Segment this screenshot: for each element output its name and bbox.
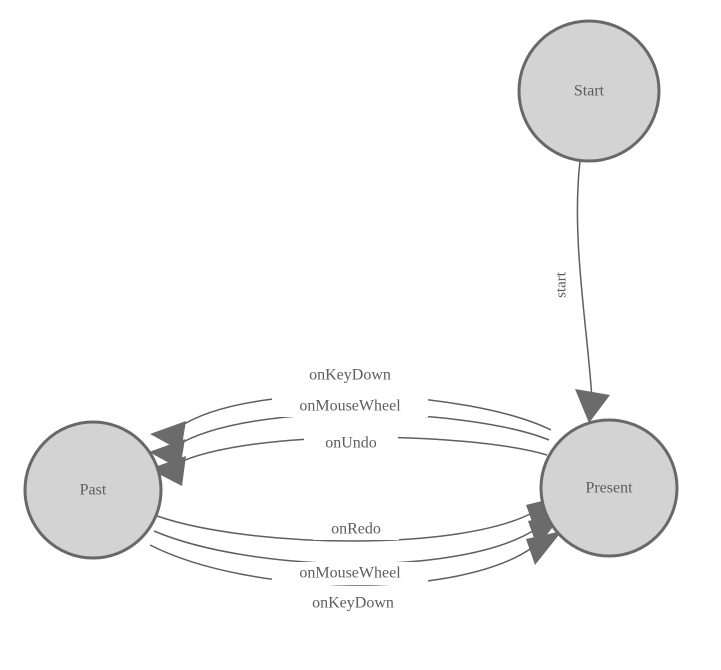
edge-onredo-path [156, 511, 535, 542]
node-past[interactable]: Past [23, 420, 163, 560]
edge-label-onundo: onUndo [325, 435, 377, 452]
arrowhead-start [575, 389, 610, 423]
edge-label-onkeydown-up: onKeyDown [309, 367, 391, 384]
node-present-circle [539, 418, 679, 558]
label-bg-onkeydown-down [286, 592, 420, 614]
node-start-circle [517, 19, 661, 163]
edge-start[interactable]: start [553, 160, 610, 423]
edge-label-onmousewheel-down: onMouseWheel [299, 565, 401, 582]
label-bg-onundo [304, 432, 398, 454]
label-bg-onmousewheel-up [272, 394, 428, 417]
node-present[interactable]: Present [539, 418, 679, 558]
edge-start-path [576, 160, 593, 401]
node-start[interactable]: Start [517, 19, 661, 163]
edge-label-onredo: onRedo [331, 521, 381, 538]
label-bg-onredo [313, 518, 399, 540]
label-bg-onkeydown-up [283, 363, 417, 385]
label-bg-onmousewheel-down [272, 562, 428, 585]
edge-label-start: start [553, 271, 569, 298]
node-past-circle [23, 420, 163, 560]
node-past-label: Past [80, 482, 107, 499]
node-start-label: Start [574, 83, 605, 100]
node-present-label: Present [585, 480, 633, 497]
edge-label-onmousewheel-up: onMouseWheel [299, 398, 401, 415]
edge-label-onkeydown-down: onKeyDown [312, 595, 394, 612]
arrowhead-onundo [149, 456, 186, 486]
arrowhead-onkeydown-down [526, 531, 562, 565]
